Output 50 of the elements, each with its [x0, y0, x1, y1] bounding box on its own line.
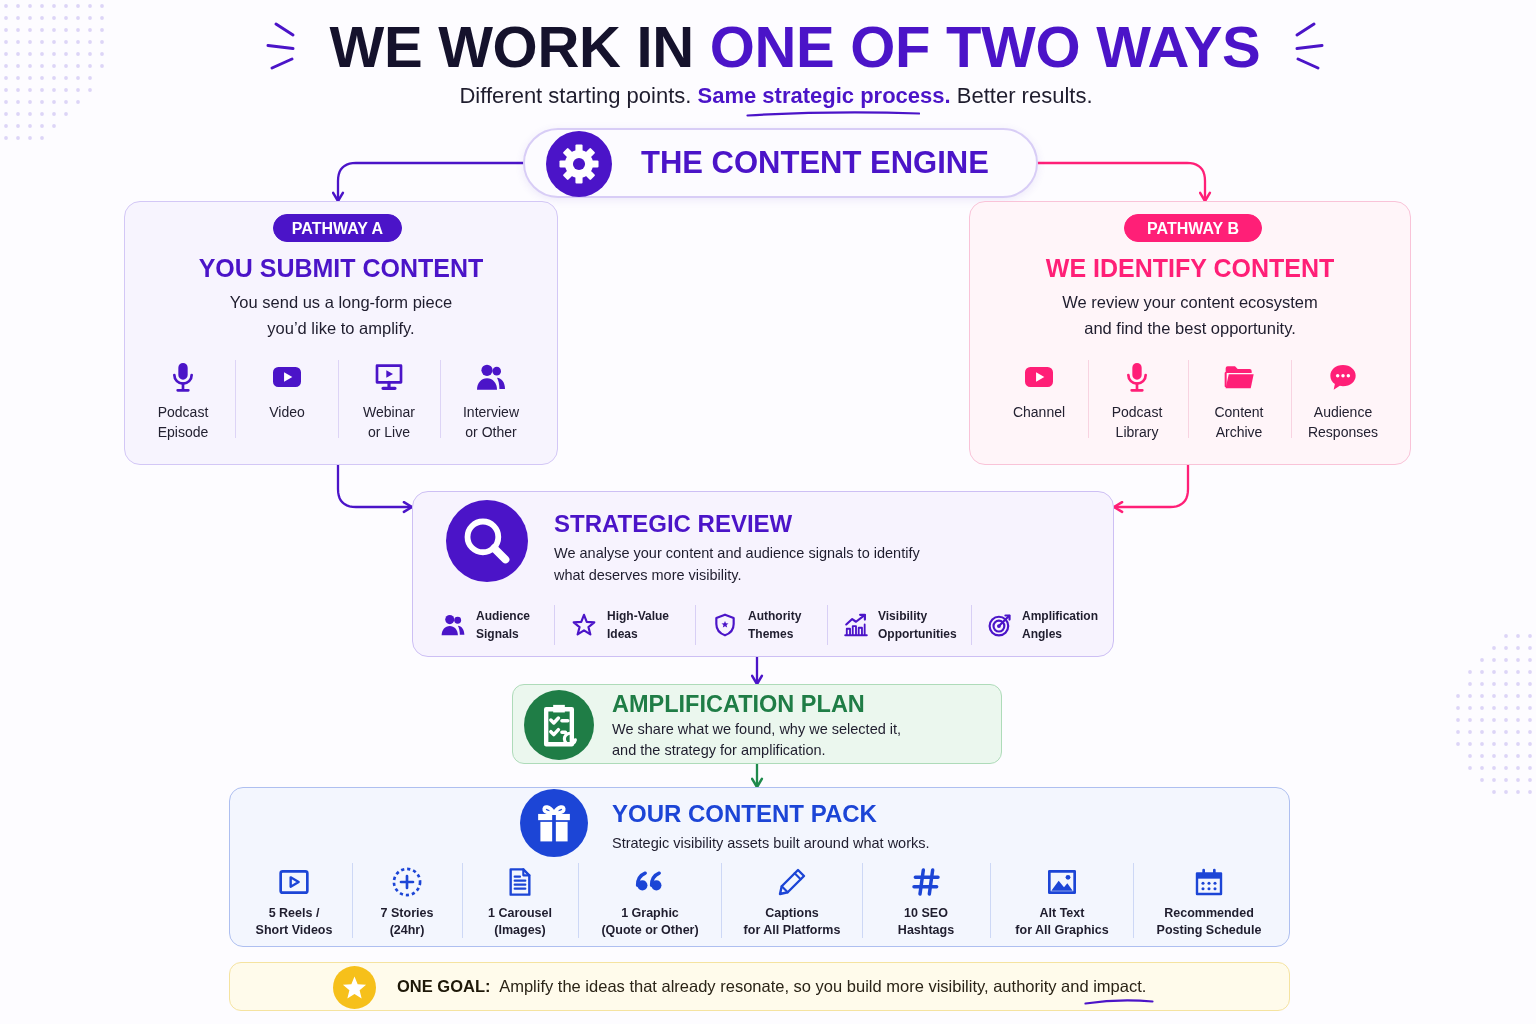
page-title: WE WORK IN ONE OF TWO WAYS — [329, 13, 1261, 81]
source-label: Channel — [1012, 403, 1066, 422]
page-subtitle: Different starting points. Same strategic process. Better results. — [459, 82, 1093, 109]
pathway-tag: PATHWAY A — [273, 214, 402, 242]
signal-label: Amplification Angles — [1022, 608, 1098, 643]
asset-label: Recommended Posting Schedule — [1156, 904, 1262, 939]
goal-banner — [229, 962, 1290, 1011]
source-label: Audience Responses — [1308, 403, 1378, 442]
connector-arrow — [1112, 463, 1190, 514]
review-card — [412, 491, 1114, 657]
asset-label: 5 Reels / Short Videos — [255, 904, 333, 939]
connector-arrow — [336, 463, 414, 514]
signal-label: Authority Themes — [748, 608, 802, 643]
pathway-card — [124, 201, 558, 465]
asset-label: 1 Carousel (Images) — [488, 904, 552, 939]
goal-statement: ONE GOAL: Amplify the ideas that already resonate, so you build more visibility, authority and impact. — [397, 975, 1147, 997]
asset-label: Captions for All Platforms — [743, 904, 841, 939]
source-label: Interview or Other — [463, 403, 519, 442]
pathway-tag: PATHWAY B — [1124, 214, 1262, 242]
engine-title: THE CONTENT ENGINE — [641, 144, 989, 182]
source-label: Video — [269, 403, 305, 422]
source-label: Podcast Library — [1111, 403, 1163, 442]
connector-arrow — [331, 161, 525, 203]
card-heading: YOU SUBMIT CONTENT — [198, 253, 484, 284]
card-description: We review your content ecosystem and find the best opportunity. — [1062, 292, 1318, 339]
stage-heading: YOUR CONTENT PACK — [612, 799, 877, 829]
stage-description: We analyse your content and audience signals to identify what deserves more visibility. — [554, 544, 920, 585]
source-label: Podcast Episode — [157, 403, 209, 442]
connector-arrow — [750, 762, 764, 789]
asset-label: Alt Text for All Graphics — [1015, 904, 1109, 939]
engine-pill — [523, 128, 1038, 198]
stage-description: We share what we found, why we selected it, and the strategy for amplification. — [612, 719, 902, 760]
asset-label: 10 SEO Hashtags — [897, 904, 955, 939]
stage-heading: STRATEGIC REVIEW — [554, 509, 793, 539]
source-label: Content Archive — [1214, 403, 1264, 442]
card-heading: WE IDENTIFY CONTENT — [1045, 253, 1335, 284]
plan-card — [512, 684, 1002, 764]
signal-label: Visibility Opportunities — [878, 608, 957, 643]
signal-label: Audience Signals — [476, 608, 530, 643]
pack-card — [229, 787, 1290, 947]
connector-arrow — [1036, 161, 1212, 203]
asset-label: 1 Graphic (Quote or Other) — [601, 904, 699, 939]
card-description: You send us a long-form piece you’d like to amplify. — [229, 292, 453, 339]
connector-arrow — [750, 655, 764, 686]
signal-label: High-Value Ideas — [607, 608, 669, 643]
asset-label: 7 Stories (24hr) — [380, 904, 434, 939]
pathway-card — [969, 201, 1411, 465]
stage-heading: AMPLIFICATION PLAN — [612, 690, 865, 719]
stage-description: Strategic visibility assets built around what works. — [612, 833, 930, 853]
source-label: Webinar or Live — [363, 403, 415, 442]
